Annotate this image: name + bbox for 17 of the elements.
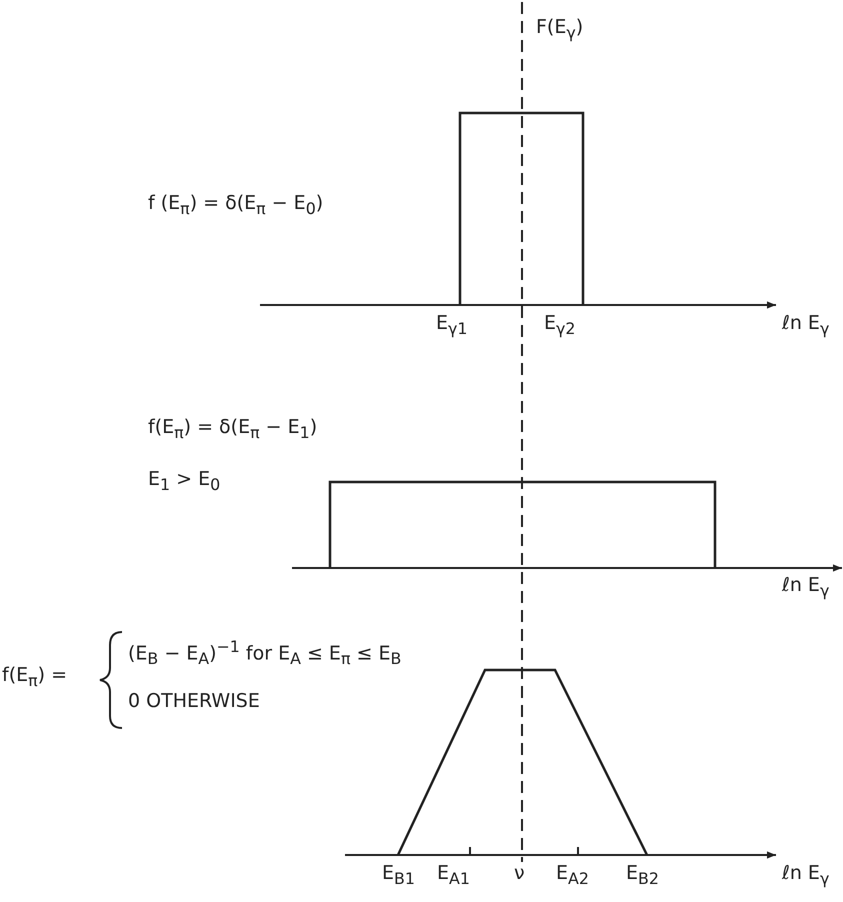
axis-tick-label: ν — [514, 862, 525, 885]
axis-label: ℓn E$_{γ}$ — [782, 862, 830, 888]
axis-tick-label: E$_{B1}$ — [382, 862, 415, 888]
axis-tick-label: E$_{B2}$ — [626, 862, 659, 888]
formula: (E$_{B}$ − E$_{A}$)$^{−1}$ for E$_{A}$ ≤ E$_{π}$ ≤ E$_{B}$ — [128, 637, 402, 668]
formula: 0 OTHERWISE — [128, 690, 260, 713]
axis-label: F(E$_{γ}$) — [536, 16, 584, 42]
formula: f(E$_{π}$) = δ(E$_{π}$ − E$_{1}$) — [148, 416, 318, 442]
axis-label: ℓn E$_{γ}$ — [782, 574, 830, 600]
formula: E$_{1}$ > E$_{0}$ — [148, 468, 220, 494]
axis-tick-label: E$_{γ2}$ — [544, 312, 576, 338]
axis-label: ℓn E$_{γ}$ — [782, 312, 830, 338]
formula: f (E$_{π}$) = δ(E$_{π}$ − E$_{0}$) — [148, 192, 324, 218]
formula: f(E$_{π}$) = — [2, 664, 68, 690]
axis-tick-label: E$_{A2}$ — [556, 862, 589, 888]
axis-tick-label: E$_{A1}$ — [437, 862, 470, 888]
axis-tick-label: E$_{γ1}$ — [436, 312, 468, 338]
